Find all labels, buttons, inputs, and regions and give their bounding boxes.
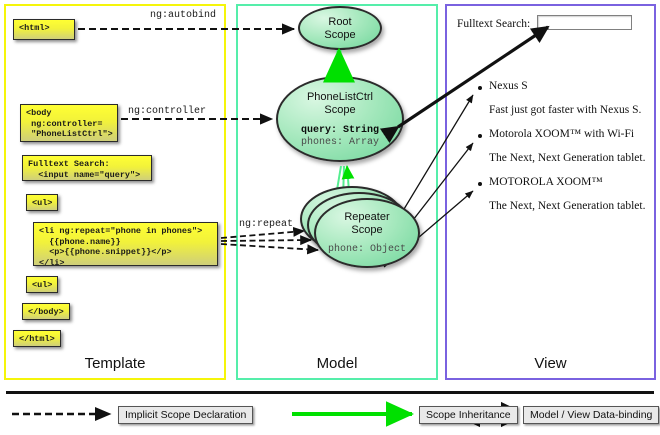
edge-label-autobind: ng:autobind [150, 10, 217, 21]
scope-phonelistctrl-prop-query: query: String [300, 125, 379, 137]
column-view: View [445, 4, 656, 380]
scope-repeater-title-1: Repeater [344, 211, 390, 223]
view-item-name: MOTOROLA XOOM™ [489, 176, 603, 188]
view-item-snippet: Fast just got faster with Nexus S. [489, 104, 642, 116]
code-box-search-snippet: Fulltext Search: <input name="query"> [22, 155, 152, 181]
code-box-ul-open: <ul> [26, 194, 58, 211]
scope-repeater-prop-phone: phone: Object [327, 244, 406, 256]
view-item-name: Motorola XOOM™ with Wi-Fi [489, 128, 635, 140]
legend-divider [6, 391, 654, 394]
view-item-name: Nexus S [489, 80, 528, 92]
legend-label-implicit: Implicit Scope Declaration [118, 406, 254, 424]
column-label-template: Template [84, 355, 146, 372]
scope-repeater-title-2: Scope [351, 223, 383, 236]
edge-label-repeat: ng:repeat [239, 219, 294, 230]
legend-label-databinding: Model / View Data-binding [523, 406, 660, 424]
list-bullet [478, 86, 482, 90]
scope-root-title-2: Scope [324, 28, 356, 41]
scope-phonelistctrl-title-2: Scope [324, 103, 356, 116]
list-bullet [478, 182, 482, 186]
view-item-snippet: The Next, Next Generation tablet. [489, 200, 646, 212]
column-template: Template [4, 4, 226, 380]
scope-root: Root Scope [298, 6, 382, 50]
view-search-label: Fulltext Search: [457, 18, 531, 30]
code-box-body-close: </body> [22, 303, 70, 320]
edge-label-controller: ng:controller [128, 106, 207, 117]
column-label-model: Model [316, 355, 358, 372]
scope-phonelistctrl: PhoneListCtrl Scope query: String phones… [276, 76, 404, 162]
scope-repeater: Repeater Scope phone: Object [314, 198, 420, 268]
fulltext-search-input[interactable] [537, 15, 632, 30]
list-bullet [478, 134, 482, 138]
code-box-html-close: </html> [13, 330, 61, 347]
legend-label-inheritance: Scope Inheritance [419, 406, 518, 424]
code-box-ul-close: <ul> [26, 276, 58, 293]
scope-phonelistctrl-prop-phones: phones: Array [300, 137, 379, 149]
code-box-body-open: <body ng:controller= "PhoneListCtrl"> [20, 104, 118, 142]
column-label-view: View [534, 355, 567, 372]
scope-root-title-1: Root [328, 16, 352, 28]
code-box-li-repeat: <li ng:repeat="phone in phones"> {{phone… [33, 222, 218, 268]
scope-phonelistctrl-title-1: PhoneListCtrl [306, 91, 374, 103]
view-item-snippet: The Next, Next Generation tablet. [489, 152, 646, 164]
code-box-html-open: <html> [13, 19, 75, 40]
